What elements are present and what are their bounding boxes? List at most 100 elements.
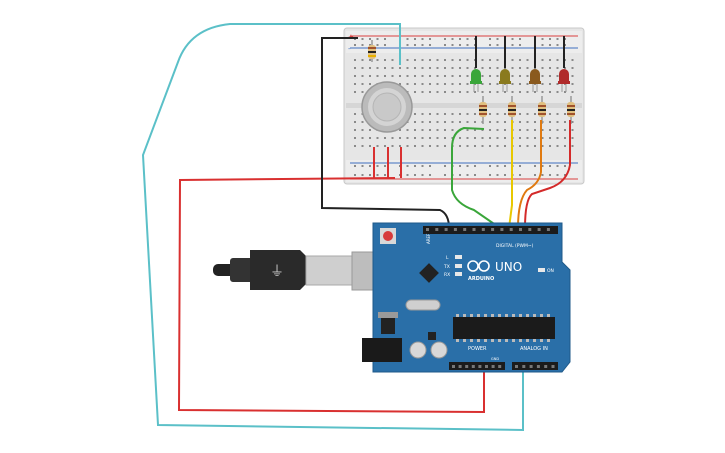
breadboard-hole (414, 129, 416, 131)
chip-pin (540, 339, 543, 342)
cyan-wire[interactable] (141, 23, 524, 432)
led-brown[interactable] (529, 36, 541, 92)
breadboard-hole (571, 129, 574, 131)
power-header[interactable] (449, 362, 505, 370)
breadboard-hole (489, 174, 491, 176)
breadboard-hole (376, 75, 379, 77)
breadboard-hole (436, 59, 439, 61)
breadboard-hole (459, 145, 461, 147)
breadboard-hole (421, 67, 424, 69)
breadboard-hole (489, 145, 491, 147)
breadboard-hole (444, 38, 446, 40)
breadboard-hole (466, 59, 469, 61)
breadboard-hole (459, 174, 461, 176)
led-red[interactable] (558, 36, 570, 92)
gas-sensor[interactable] (361, 81, 413, 133)
breadboard-hole (556, 83, 559, 85)
breadboard-hole (556, 129, 559, 131)
breadboard-hole (519, 129, 521, 131)
breadboard-hole (534, 174, 536, 176)
chip-pin (456, 339, 459, 342)
led-olive[interactable] (499, 36, 511, 92)
breadboard-hole (526, 113, 529, 115)
breadboard-hole (429, 165, 431, 167)
power-jack (362, 338, 402, 362)
breadboard-hole (519, 75, 521, 77)
breadboard-hole (376, 174, 379, 176)
breadboard-hole (526, 121, 529, 123)
breadboard-hole (354, 59, 356, 61)
header-pin (544, 365, 548, 368)
breadboard-hole (399, 137, 401, 139)
reset-button[interactable] (383, 231, 393, 241)
breadboard-hole (369, 75, 371, 77)
breadboard-hole (376, 165, 379, 167)
chip-pin (512, 339, 515, 342)
breadboard-hole (489, 129, 491, 131)
breadboard-hole (466, 83, 469, 85)
digital-header[interactable] (423, 226, 558, 234)
breadboard-hole (414, 174, 416, 176)
arduino-uno-board[interactable]: L TX RX ON UNO ARDUINO DIGITAL (PWM~) AR… (362, 222, 571, 373)
analog-header[interactable] (512, 362, 558, 370)
breadboard-hole (451, 44, 454, 46)
breadboard-hole (421, 129, 424, 131)
breadboard-hole (451, 121, 454, 123)
chip-pin (547, 314, 550, 317)
breadboard-hole (421, 59, 424, 61)
breadboard-hole (496, 165, 499, 167)
breadboard-hole (481, 75, 484, 77)
breadboard-hole (414, 38, 416, 40)
breadboard-hole (406, 38, 409, 40)
breadboard-hole (361, 75, 364, 77)
usb-cable[interactable]: ⏚ (213, 250, 405, 291)
uno-logo-text: UNO (495, 260, 522, 274)
breadboard-hole (526, 75, 529, 77)
breadboard-hole (489, 67, 491, 69)
led-green[interactable] (470, 36, 482, 92)
breadboard-hole (421, 113, 424, 115)
breadboard-hole (459, 67, 461, 69)
yellow-wire[interactable] (508, 120, 513, 229)
breadboard-hole (429, 91, 431, 93)
usb-chip (419, 263, 439, 283)
breadboard-hole (436, 75, 439, 77)
breadboard-hole (496, 75, 499, 77)
breadboard-hole (421, 83, 424, 85)
breadboard-hole (466, 129, 469, 131)
breadboard-hole (556, 137, 559, 139)
breadboard-hole (354, 129, 356, 131)
top-power-rail (346, 31, 582, 53)
crystal (405, 299, 441, 311)
breadboard-hole (534, 145, 536, 147)
green-wire[interactable] (451, 126, 501, 229)
breadboard-hole (489, 38, 491, 40)
red-wire[interactable] (177, 177, 485, 414)
breadboard-hole (444, 113, 446, 115)
breadboard-hole (496, 83, 499, 85)
header-pin (444, 228, 448, 231)
breadboard-hole (444, 59, 446, 61)
led-red-wire[interactable] (524, 120, 571, 229)
breadboard-hole (571, 67, 574, 69)
breadboard-hole (549, 145, 551, 147)
orange-wire[interactable] (517, 120, 542, 229)
breadboard-hole (541, 91, 544, 93)
breadboard-hole (406, 75, 409, 77)
breadboard-hole (571, 75, 574, 77)
breadboard-hole (489, 121, 491, 123)
breadboard[interactable]: + - (343, 27, 585, 185)
analog-in-label: ANALOG IN (520, 346, 548, 352)
center-channel (346, 103, 582, 108)
breadboard-hole (399, 145, 401, 147)
header-pin (529, 365, 533, 368)
header-pin (452, 365, 455, 368)
wires (141, 23, 571, 432)
breadboard-hole (496, 137, 499, 139)
digital-label: DIGITAL (PWM~) (496, 243, 534, 249)
breadboard-hole (384, 75, 386, 77)
breadboard-hole (556, 44, 559, 46)
bottom-power-rail (346, 160, 582, 182)
breadboard-hole (436, 67, 439, 69)
breadboard-hole (541, 83, 544, 85)
